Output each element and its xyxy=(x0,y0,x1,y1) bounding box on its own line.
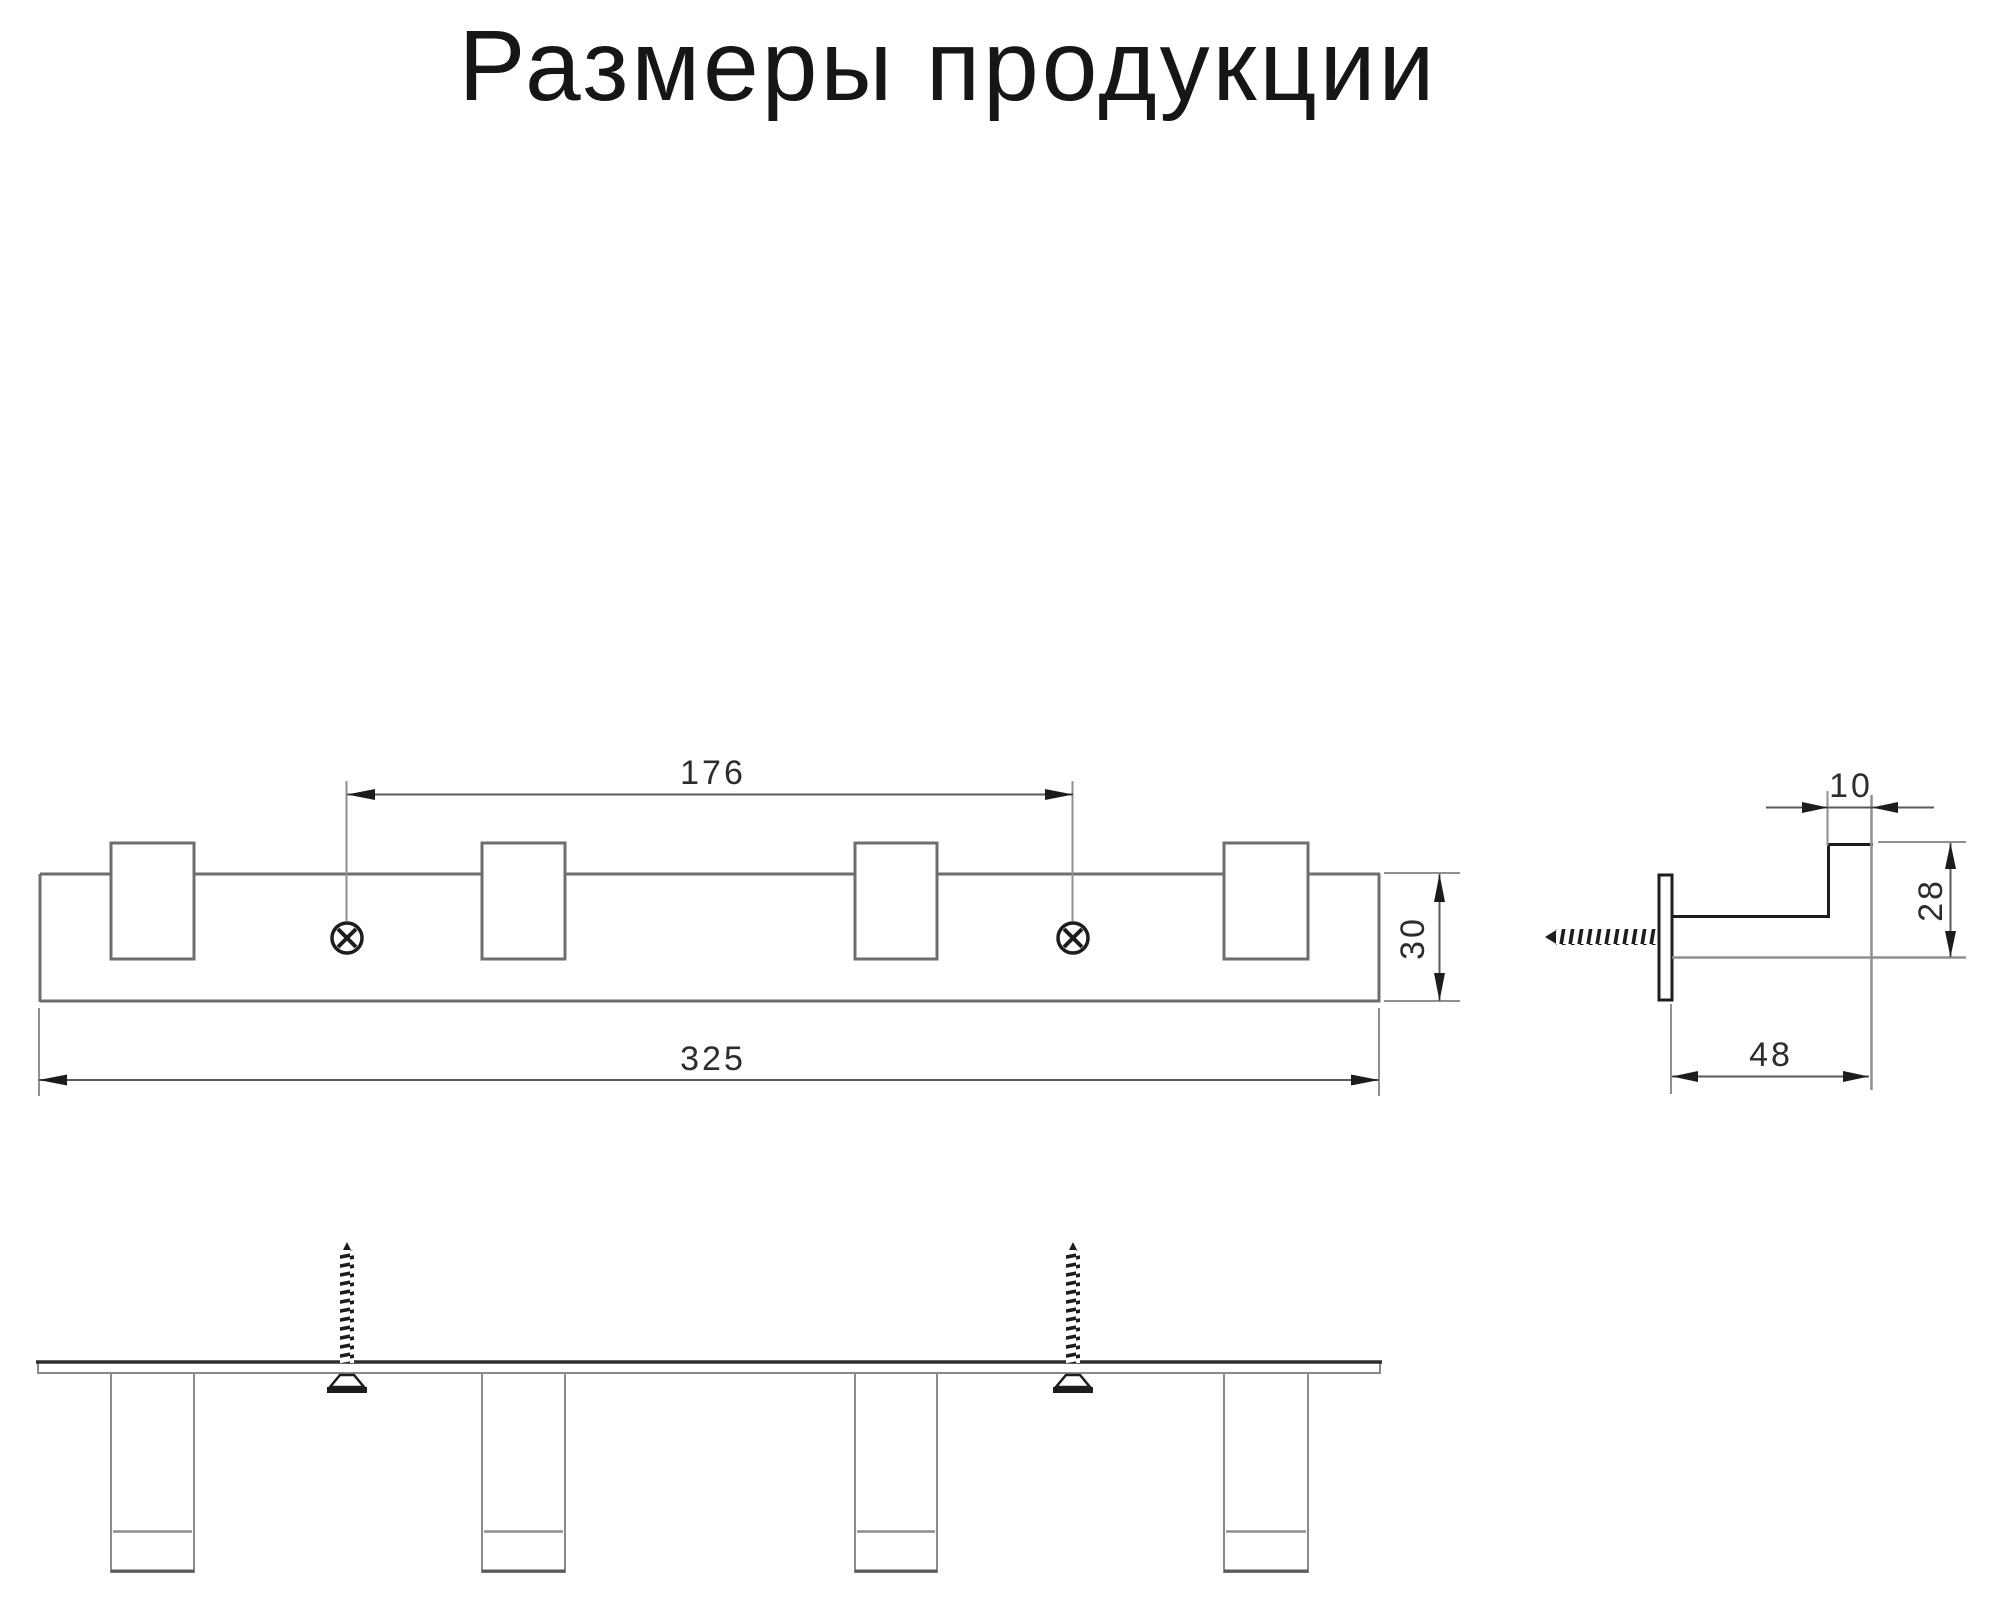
mounting-screw-plan xyxy=(327,1242,367,1393)
screw-head-icon xyxy=(330,921,364,955)
hook-plan-1 xyxy=(110,1372,195,1573)
dimension-hook-thickness: 10 xyxy=(1766,767,1934,846)
screw-tip xyxy=(1545,929,1558,945)
screw-head xyxy=(327,1373,367,1389)
hook-front-1 xyxy=(109,841,196,961)
bottom-view xyxy=(36,1242,1382,1573)
screw-head-base xyxy=(327,1387,367,1393)
hook-front-2 xyxy=(480,841,567,961)
hook-plan-2 xyxy=(481,1372,566,1573)
page-title: Размеры продукции xyxy=(459,10,1438,122)
mounting-screw-plan xyxy=(1053,1242,1093,1393)
arrowhead xyxy=(1945,931,1956,957)
dimension-hole-spacing: 176 xyxy=(345,754,1074,921)
arrowhead xyxy=(347,789,375,800)
arrowhead xyxy=(1351,1074,1379,1086)
screw-tip xyxy=(1068,1242,1078,1252)
arrowhead xyxy=(1045,789,1073,800)
dimension-label: 28 xyxy=(1912,878,1950,922)
arrowhead xyxy=(1434,973,1445,1001)
arrowhead xyxy=(39,1074,67,1086)
screw-thread xyxy=(340,1250,354,1363)
arrowhead xyxy=(1843,1071,1869,1082)
arrowhead xyxy=(1945,843,1956,869)
mounting-screw-side xyxy=(1545,929,1660,945)
hook-front-3 xyxy=(853,841,939,961)
arrowhead xyxy=(1434,874,1445,902)
hook-profile xyxy=(1672,795,1966,1090)
screw-head xyxy=(1053,1373,1093,1389)
dimension-label: 10 xyxy=(1829,767,1873,805)
dimension-total-length: 325 xyxy=(38,1008,1380,1096)
hook-front-4 xyxy=(1222,841,1310,961)
arrowhead xyxy=(1872,802,1898,813)
dimension-label: 30 xyxy=(1394,916,1432,960)
arrowhead xyxy=(1672,1071,1698,1082)
screw-head-icon xyxy=(1056,921,1090,955)
arrowhead xyxy=(1802,802,1828,813)
front-view: 176 325 30 xyxy=(38,754,1460,1096)
hook-plan-4 xyxy=(1223,1372,1309,1573)
dimension-label: 176 xyxy=(680,754,746,792)
dimension-label: 325 xyxy=(680,1040,746,1078)
wall-plate-side xyxy=(1657,873,1674,1002)
dimension-hook-depth: 48 xyxy=(1670,1004,1869,1094)
screw-thread xyxy=(1556,929,1660,945)
screw-thread xyxy=(1066,1250,1080,1363)
dimension-hook-post-height: 28 xyxy=(1878,841,1966,957)
screw-head-base xyxy=(1053,1387,1093,1393)
screw-tip xyxy=(342,1242,352,1252)
side-view: 10 28 48 xyxy=(1545,767,1966,1094)
hook-plan-3 xyxy=(854,1372,938,1573)
dimension-label: 48 xyxy=(1749,1036,1793,1074)
rail-body xyxy=(38,872,1381,1003)
dimension-rail-height: 30 xyxy=(1384,872,1460,1002)
